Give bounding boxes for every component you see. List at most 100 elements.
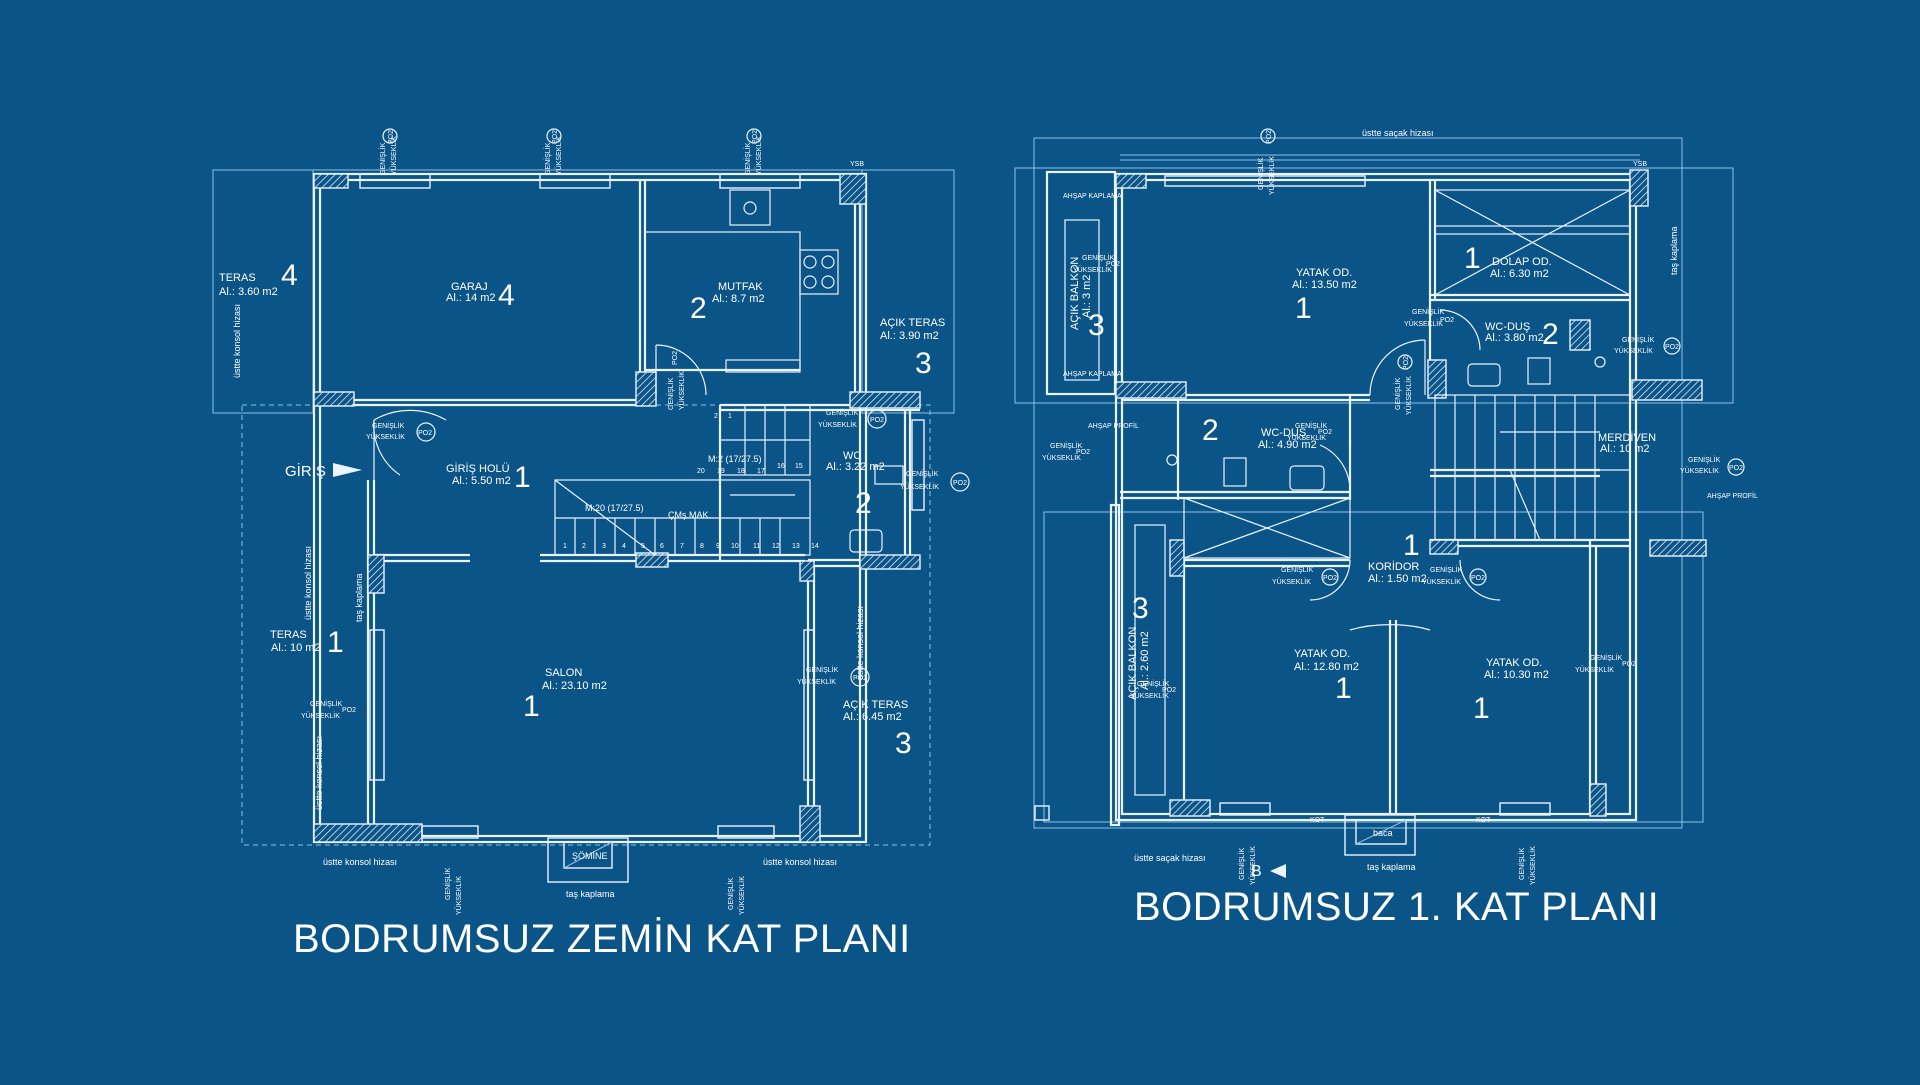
svg-text:AÇIK BALKON: AÇIK BALKON bbox=[1069, 257, 1081, 330]
svg-text:YÜKSEKLİK: YÜKSEKLİK bbox=[1680, 466, 1719, 475]
window-tag: GENİŞLİK YÜKSEKLİK PO2 bbox=[301, 699, 356, 720]
svg-text:GENİŞLİK: GENİŞLİK bbox=[1622, 335, 1655, 344]
svg-text:Al.: 14 m2: Al.: 14 m2 bbox=[446, 292, 496, 304]
svg-text:1: 1 bbox=[1295, 292, 1312, 325]
window-tag: GENİŞLİK YÜKSEKLİK PO2 bbox=[743, 128, 763, 175]
svg-text:YÜKSEKLİK: YÜKSEKLİK bbox=[677, 371, 686, 410]
svg-text:Al.: 6.30 m2: Al.: 6.30 m2 bbox=[1490, 268, 1549, 280]
stair-step-number: 18 bbox=[737, 468, 745, 475]
svg-text:1: 1 bbox=[523, 690, 540, 723]
laundry-label: ÇMş.MAK. bbox=[668, 510, 711, 520]
room-label: DOLAP OD. Al.: 6.30 m2 1 bbox=[1464, 242, 1552, 280]
svg-text:GENİŞLİK: GENİŞLİK bbox=[443, 867, 452, 900]
window-tag: GENİŞLİK YÜKSEKLİK PO2 bbox=[1256, 128, 1276, 195]
svg-text:GENİŞLİK: GENİŞLİK bbox=[1082, 253, 1115, 262]
stone-cladding-label: taş kaplama bbox=[1367, 862, 1416, 872]
svg-text:PO2: PO2 bbox=[1440, 317, 1454, 324]
svg-text:Al.: 1.50 m2: Al.: 1.50 m2 bbox=[1368, 573, 1427, 585]
svg-text:GENİŞLİK: GENİŞLİK bbox=[543, 142, 552, 175]
svg-text:3: 3 bbox=[1132, 592, 1149, 625]
roof-cladding-label: taş kaplama bbox=[1669, 226, 1679, 275]
svg-text:YATAK OD.: YATAK OD. bbox=[1294, 648, 1350, 660]
svg-text:GENİŞLİK: GENİŞLİK bbox=[1430, 565, 1463, 574]
svg-text:Al.: 10 m2: Al.: 10 m2 bbox=[271, 642, 321, 654]
section-marker-label: B bbox=[1251, 863, 1262, 880]
plan-title: BODRUMSUZ 1. KAT PLANI bbox=[1134, 885, 1659, 929]
room-label: WC Al.: 3.22 m2 2 bbox=[826, 450, 885, 520]
svg-text:Al.: 3.22 m2: Al.: 3.22 m2 bbox=[826, 461, 885, 473]
svg-text:GİRİŞ HOLÜ: GİRİŞ HOLÜ bbox=[446, 462, 510, 475]
room-label: MERDİVEN Al.: 10 m2 bbox=[1598, 431, 1656, 455]
svg-text:YÜKSEKLİK: YÜKSEKLİK bbox=[1404, 319, 1443, 328]
window-tag: GENİŞLİK YÜKSEKLİK PO2 bbox=[797, 665, 870, 687]
window-tag: GENİŞLİK YÜKSEKLİK PO2 bbox=[1272, 565, 1339, 586]
room-label: AÇIK BALKON Al.: 3 m2 3 bbox=[1069, 257, 1105, 342]
svg-text:Al.: 12.80 m2: Al.: 12.80 m2 bbox=[1294, 661, 1359, 673]
svg-text:YÜKSEKLİK: YÜKSEKLİK bbox=[1130, 691, 1169, 700]
section-arrow-icon bbox=[1270, 864, 1286, 878]
window-tag: GENİŞLİK YÜKSEKLİK bbox=[726, 876, 746, 915]
wood-profile-label: AHŞAP PROFİL bbox=[1088, 421, 1139, 430]
svg-text:PO2: PO2 bbox=[870, 417, 884, 424]
console-edge-label: üstte konsol hizası bbox=[303, 546, 313, 620]
ysb-label: YSB bbox=[1633, 161, 1647, 168]
svg-text:Al.: 3.90 m2: Al.: 3.90 m2 bbox=[880, 330, 939, 342]
svg-text:YÜKSEKLİK: YÜKSEKLİK bbox=[1073, 265, 1112, 274]
svg-text:PO2: PO2 bbox=[1266, 130, 1273, 144]
svg-text:4: 4 bbox=[281, 259, 298, 292]
svg-text:2: 2 bbox=[1202, 414, 1219, 447]
svg-text:TERAS: TERAS bbox=[270, 629, 307, 641]
svg-text:GENİŞLİK: GENİŞLİK bbox=[1412, 307, 1445, 316]
window-tag: GENİŞLİK YÜKSEKLİK PO2 bbox=[900, 469, 970, 492]
svg-text:KORİDOR: KORİDOR bbox=[1368, 560, 1419, 573]
svg-text:AÇIK TERAS: AÇIK TERAS bbox=[880, 317, 945, 329]
window-tag: GENİŞLİK YÜKSEKLİK PO2 bbox=[543, 128, 563, 175]
svg-text:YÜKSEKLİK: YÜKSEKLİK bbox=[797, 677, 836, 686]
svg-text:GENİŞLİK: GENİŞLİK bbox=[1050, 441, 1083, 450]
ysb-label: YSB bbox=[850, 161, 864, 168]
svg-text:GENİŞLİK: GENİŞLİK bbox=[378, 142, 387, 175]
svg-text:2: 2 bbox=[855, 487, 872, 520]
wood-cladding-label: AHŞAP KAPLAMA bbox=[1063, 193, 1122, 200]
room-label: GARAJ Al.: 14 m2 4 bbox=[446, 279, 515, 312]
entry-arrow-icon bbox=[333, 463, 362, 477]
stair-step-number: 13 bbox=[792, 543, 800, 550]
room-label: AÇIK BALKON Al.: 2.60 m2 3 bbox=[1127, 592, 1151, 700]
stair-step-number: 3 bbox=[602, 543, 606, 550]
svg-text:Al.: 10.30 m2: Al.: 10.30 m2 bbox=[1484, 669, 1549, 681]
svg-text:YÜKSEKLİK: YÜKSEKLİK bbox=[1272, 577, 1311, 586]
svg-text:YÜKSEKLİK: YÜKSEKLİK bbox=[900, 482, 939, 491]
stone-cladding-label: taş kaplama bbox=[354, 573, 364, 622]
window-tag: GENİŞLİK YÜKSEKLİK PO2 bbox=[378, 128, 398, 175]
stair-step-number: 5 bbox=[641, 543, 645, 550]
svg-text:SALON: SALON bbox=[545, 667, 582, 679]
stair-step-number: 8 bbox=[700, 543, 704, 550]
svg-text:GENİŞLİK: GENİŞLİK bbox=[1256, 157, 1265, 190]
svg-text:1: 1 bbox=[1335, 672, 1352, 705]
console-edge-label: üstte konsol hizası bbox=[855, 606, 865, 680]
svg-text:AÇIK BALKON: AÇIK BALKON bbox=[1127, 627, 1139, 700]
svg-text:YÜKSEKLİK: YÜKSEKLİK bbox=[366, 432, 405, 441]
svg-text:4: 4 bbox=[498, 279, 515, 312]
svg-text:WC: WC bbox=[843, 450, 861, 462]
svg-text:WC-DUŞ: WC-DUŞ bbox=[1261, 427, 1306, 439]
stair-step-numbers: 2 1 20 19 18 17 16 15 1 2 3 4 5 6 7 8 9 … bbox=[563, 413, 819, 550]
svg-text:PO2: PO2 bbox=[1318, 429, 1332, 436]
svg-text:1: 1 bbox=[1464, 242, 1481, 275]
svg-text:PO2: PO2 bbox=[388, 130, 395, 144]
stair-step-number: 19 bbox=[717, 468, 725, 475]
svg-text:YÜKSEKLİK: YÜKSEKLİK bbox=[1528, 846, 1537, 885]
room-label: AÇIK TERAS Al.: 6.45 m2 3 bbox=[843, 699, 912, 760]
room-label: GİRİŞ HOLÜ Al.: 5.50 m2 1 bbox=[446, 461, 531, 494]
room-label: SALON Al.: 23.10 m2 1 bbox=[523, 667, 607, 723]
stair-step-number: 4 bbox=[622, 543, 626, 550]
window-tag: GENİŞLİK YÜKSEKLİK PO2 bbox=[1404, 307, 1454, 328]
svg-text:2: 2 bbox=[690, 292, 707, 325]
svg-text:Al.: 23.10 m2: Al.: 23.10 m2 bbox=[542, 680, 607, 692]
stair-step-number: 16 bbox=[777, 463, 785, 470]
window-tag: GENİŞLİK YÜKSEKLİK PO2 bbox=[818, 408, 887, 429]
console-edge-label: üstte konsol hizası bbox=[232, 304, 242, 378]
room-label: WC-DUŞ Al.: 3.80 m2 2 bbox=[1485, 318, 1559, 351]
svg-text:AÇIK TERAS: AÇIK TERAS bbox=[843, 699, 908, 711]
plan-title: BODRUMSUZ ZEMİN KAT PLANI bbox=[293, 916, 911, 961]
